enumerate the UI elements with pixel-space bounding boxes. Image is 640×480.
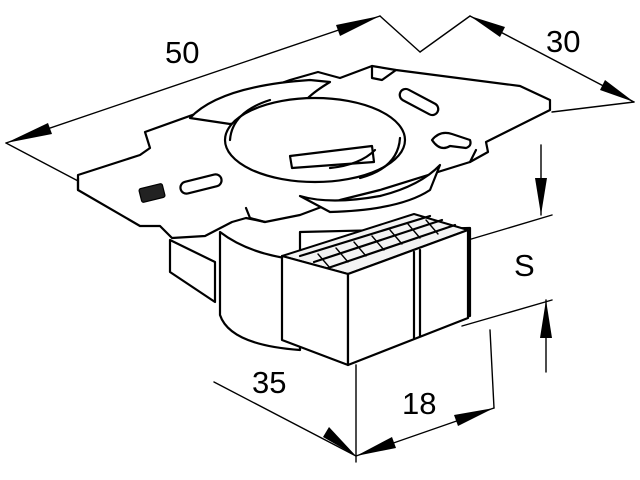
dim-label-height: S — [514, 248, 535, 283]
dim-label-terminal-depth: 35 — [252, 365, 286, 400]
terminal-ribs — [298, 214, 457, 270]
dim-label-terminal-width: 18 — [402, 386, 436, 421]
dimension-terminal-depth: 35 — [213, 365, 357, 457]
mounting-slot-right — [398, 87, 440, 117]
keyhole-slot — [430, 131, 472, 150]
dimension-terminal-width: 18 — [355, 329, 495, 463]
marker-label — [138, 183, 166, 203]
dimension-depth: 30 — [419, 15, 635, 113]
dim-label-length: 50 — [165, 35, 199, 70]
mounting-slot-left — [179, 173, 223, 195]
dimension-length: 50 — [5, 15, 421, 183]
dim-label-depth: 30 — [546, 24, 580, 59]
central-hole — [223, 96, 407, 184]
terminal-block — [280, 213, 470, 367]
central-collar — [188, 78, 442, 214]
dimension-height: S — [461, 144, 553, 373]
